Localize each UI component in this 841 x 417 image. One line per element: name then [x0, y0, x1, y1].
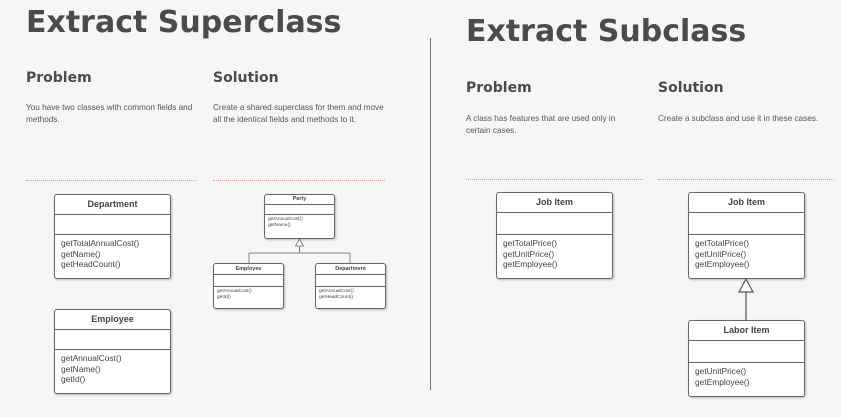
uml-method: getId() — [217, 294, 231, 300]
uml-class-department-sub: Department getAnnualCost() getHeadCount(… — [315, 263, 386, 309]
uml-method: getTotalAnnualCost() — [61, 238, 140, 248]
inheritance-connector-job-item — [737, 277, 755, 320]
uml-method: getAnnualCost() — [268, 217, 303, 222]
uml-class-labor-item: Labor Item getUnitPrice() getEmployee() — [688, 320, 805, 397]
uml-method: getName() — [61, 363, 101, 374]
uml-method: getAnnualCost() — [319, 289, 354, 294]
uml-class-party: Party getAnnualCost() getName() — [264, 194, 335, 239]
uml-class-fields — [55, 215, 170, 235]
uml-method: getUnitPrice() — [503, 248, 555, 259]
uml-class-name: Employee — [55, 310, 170, 330]
uml-class-fields — [689, 213, 804, 235]
uml-method: getHeadCount() — [61, 259, 121, 269]
uml-method: getEmployee() — [695, 376, 750, 387]
subclass-title: Extract Subclass — [466, 14, 747, 49]
uml-class-name: Department — [316, 264, 385, 275]
uml-class-name: Party — [265, 195, 334, 205]
uml-class-name: Labor Item — [689, 321, 804, 341]
uml-method: getHeadCount() — [319, 294, 354, 300]
superclass-problem-separator — [26, 180, 196, 181]
uml-class-fields — [55, 330, 170, 350]
inheritance-connector-party — [248, 238, 351, 263]
subclass-problem-heading: Problem — [466, 80, 532, 96]
uml-class-name: Employee — [214, 264, 283, 275]
uml-class-name: Job Item — [497, 193, 612, 213]
uml-method: getTotalPrice() — [695, 238, 749, 248]
superclass-solution-text: Create a shared superclass for them and … — [213, 103, 384, 124]
uml-method: getTotalPrice() — [503, 238, 557, 248]
uml-method: getAnnualCost() — [217, 289, 252, 294]
section-divider — [430, 38, 431, 390]
uml-class-methods: getTotalPrice() getUnitPrice() getEmploy… — [689, 235, 804, 273]
uml-class-job-item: Job Item getTotalPrice() getUnitPrice() … — [496, 192, 613, 279]
uml-class-fields — [497, 213, 612, 235]
superclass-problem-heading: Problem — [26, 70, 92, 86]
uml-class-fields — [689, 341, 804, 363]
uml-class-methods: getTotalAnnualCost() getName() getHeadCo… — [55, 235, 170, 273]
uml-method: getUnitPrice() — [695, 366, 747, 376]
uml-class-methods: getAnnualCost() getName() getId() — [55, 350, 170, 388]
uml-class-name: Job Item — [689, 193, 804, 213]
uml-class-methods: getTotalPrice() getUnitPrice() getEmploy… — [497, 235, 612, 273]
subclass-problem-text: A class has features that are used only … — [466, 114, 616, 135]
uml-class-job-item-base: Job Item getTotalPrice() getUnitPrice() … — [688, 192, 805, 279]
subclass-solution-separator — [658, 179, 834, 180]
uml-class-methods: getUnitPrice() getEmployee() — [689, 363, 804, 390]
uml-method: getName() — [61, 248, 101, 259]
superclass-solution-heading: Solution — [213, 70, 279, 86]
uml-method: getAnnualCost() — [61, 353, 122, 363]
uml-class-department: Department getTotalAnnualCost() getName(… — [54, 194, 171, 279]
uml-class-name: Department — [55, 195, 170, 215]
uml-class-methods: getAnnualCost() getName() — [265, 215, 334, 230]
uml-method: getEmployee() — [695, 259, 750, 269]
subclass-problem-separator — [466, 179, 643, 180]
uml-class-fields — [265, 205, 334, 215]
uml-method: getUnitPrice() — [695, 248, 747, 259]
superclass-problem-text: You have two classes with common fields … — [26, 103, 193, 124]
uml-class-fields — [214, 275, 283, 287]
uml-class-employee: Employee getAnnualCost() getName() getId… — [54, 309, 171, 394]
subclass-solution-heading: Solution — [658, 80, 724, 96]
subclass-solution-text: Create a subclass and use it in these ca… — [658, 114, 819, 123]
uml-method: getName() — [268, 222, 291, 228]
uml-class-fields — [316, 275, 385, 287]
uml-class-employee-sub: Employee getAnnualCost() getId() — [213, 263, 284, 309]
uml-class-methods: getAnnualCost() getHeadCount() — [316, 287, 385, 302]
uml-method: getId() — [61, 374, 86, 384]
superclass-solution-separator — [213, 180, 385, 181]
uml-class-methods: getAnnualCost() getId() — [214, 287, 283, 302]
superclass-title: Extract Superclass — [26, 5, 342, 40]
uml-method: getEmployee() — [503, 259, 558, 269]
